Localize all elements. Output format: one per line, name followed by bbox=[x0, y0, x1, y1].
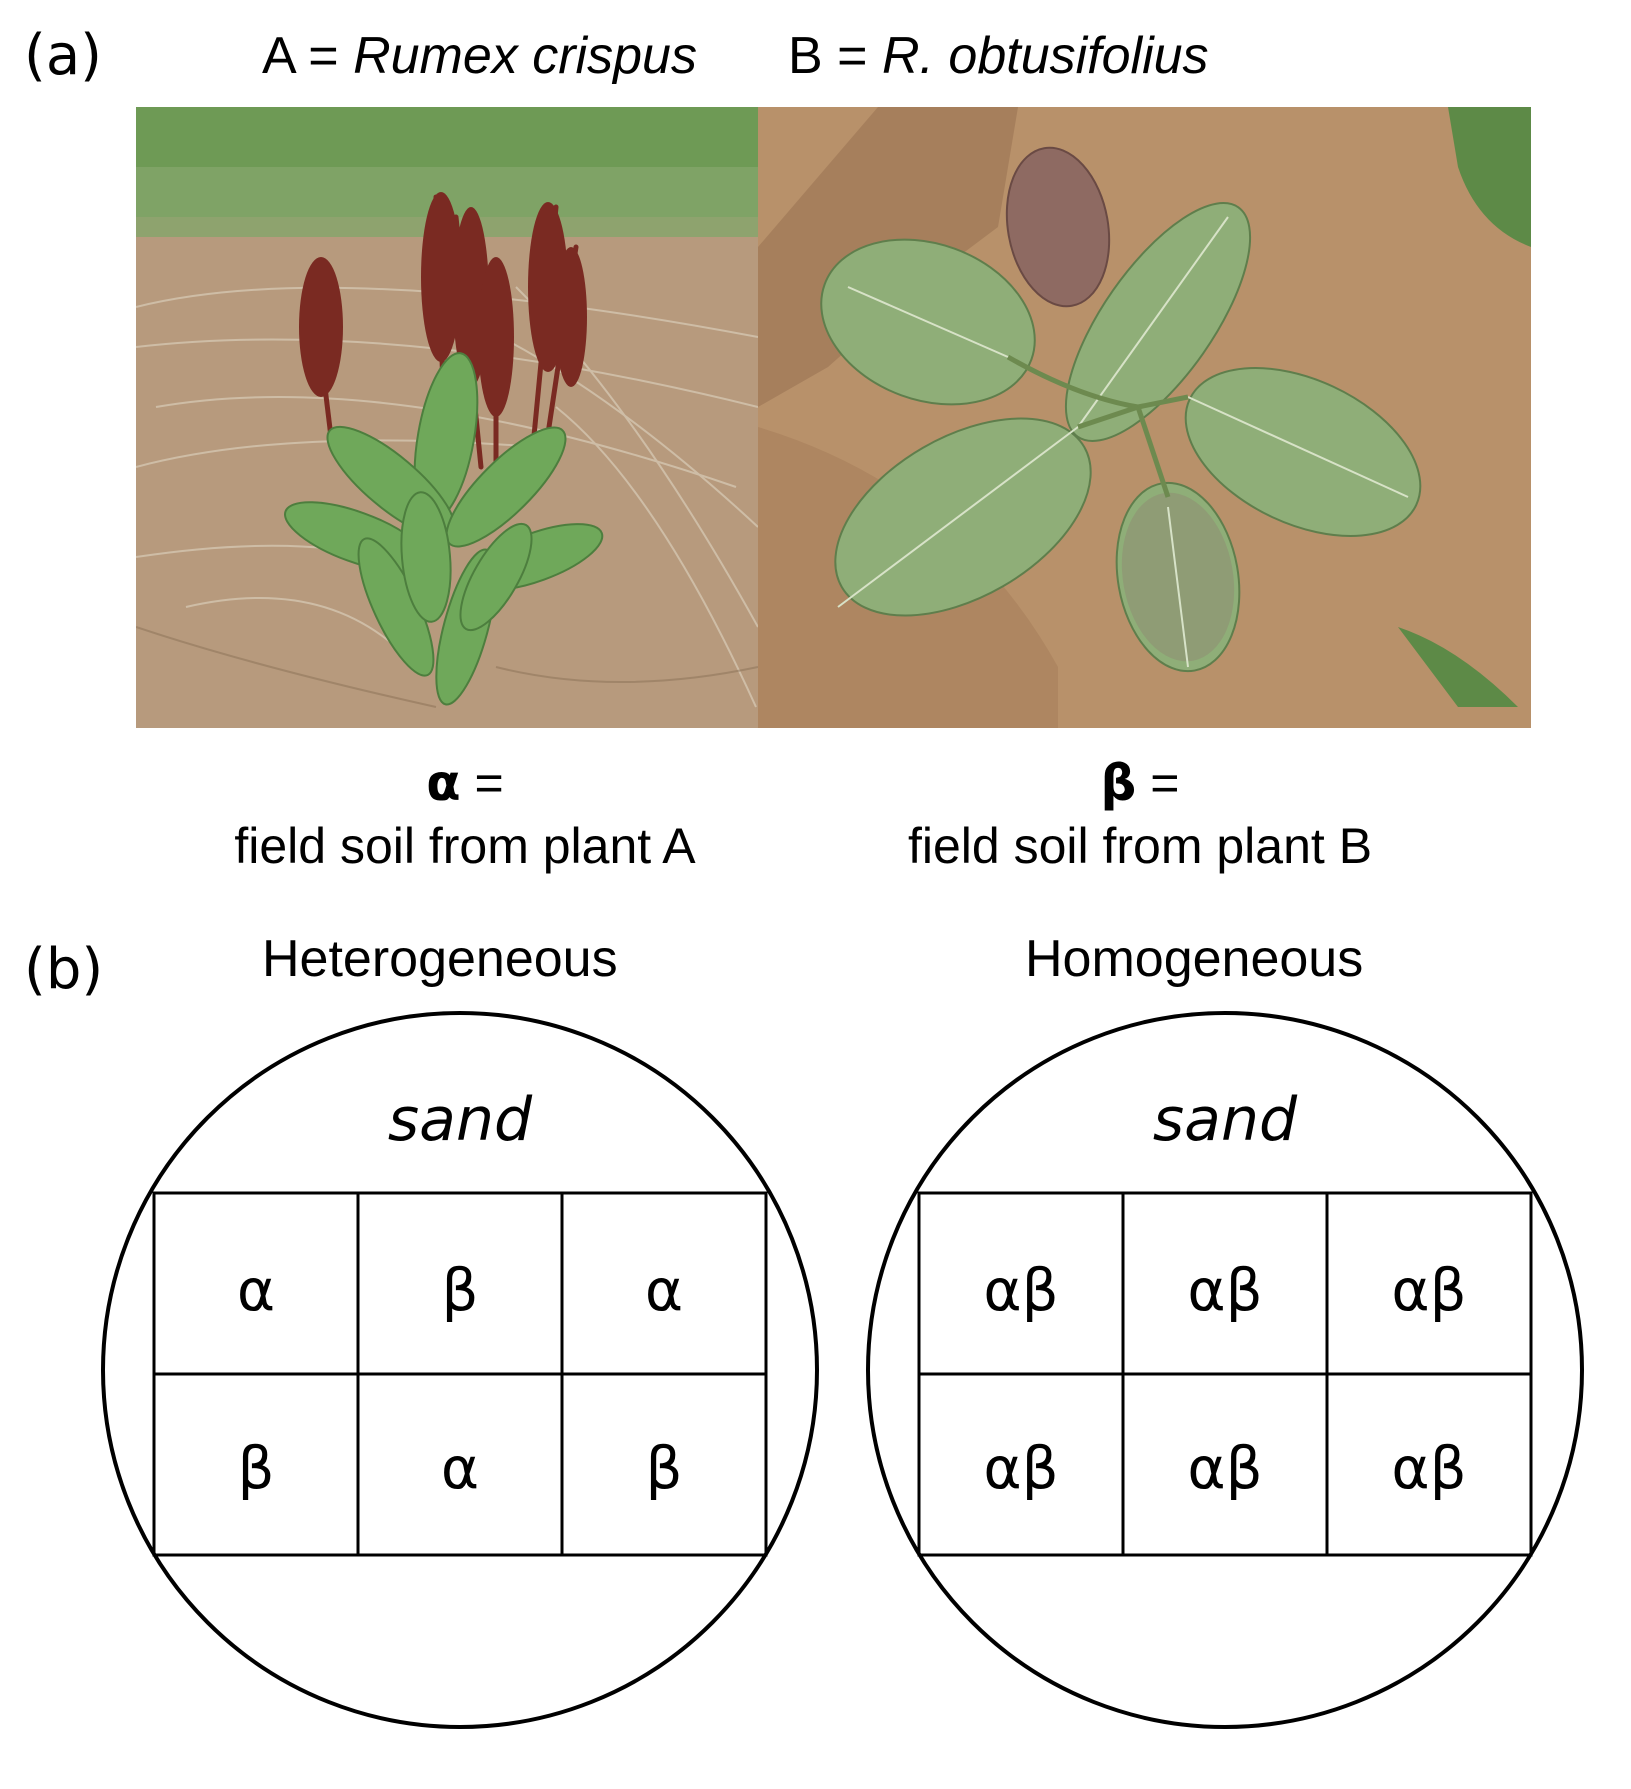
homogeneous-cell: αβ bbox=[1187, 1256, 1262, 1324]
heterogeneous-title: Heterogeneous bbox=[262, 930, 618, 988]
homogeneous-cell: αβ bbox=[1187, 1434, 1262, 1502]
heterogeneous-cell: β bbox=[441, 1256, 478, 1324]
homogeneous-cell: αβ bbox=[1391, 1434, 1466, 1502]
soil-alpha-description: field soil from plant A bbox=[234, 817, 696, 874]
species-b-prefix: B = bbox=[788, 27, 882, 85]
species-a-caption: A = Rumex crispus bbox=[262, 30, 697, 82]
soil-alpha-definition: α = field soil from plant A bbox=[190, 752, 740, 877]
photo-rumex-crispus bbox=[136, 107, 758, 728]
heterogeneous-pot: sand α β α β α β bbox=[101, 1011, 819, 1729]
heterogeneous-cell: β bbox=[237, 1434, 274, 1502]
species-a-name: Rumex crispus bbox=[353, 27, 697, 85]
species-a-prefix: A = bbox=[262, 27, 354, 85]
heterogeneous-cell: α bbox=[441, 1434, 479, 1502]
heterogeneous-pot-outline bbox=[101, 1011, 819, 1729]
homogeneous-title: Homogeneous bbox=[1025, 930, 1364, 988]
beta-symbol: β bbox=[1100, 754, 1137, 812]
soil-alpha-heading: α = bbox=[190, 752, 740, 815]
species-b-caption: B = R. obtusifolius bbox=[788, 30, 1209, 82]
homogeneous-pot: sand αβ αβ αβ αβ αβ αβ bbox=[866, 1011, 1584, 1729]
panel-a-label: (a) bbox=[24, 23, 103, 88]
soil-beta-description: field soil from plant B bbox=[907, 817, 1373, 874]
alpha-symbol: α bbox=[426, 754, 461, 812]
homogeneous-cell: αβ bbox=[983, 1256, 1058, 1324]
beta-equals: = bbox=[1136, 755, 1180, 811]
species-b-name: R. obtusifolius bbox=[881, 27, 1209, 85]
heterogeneous-cell: α bbox=[645, 1256, 683, 1324]
heterogeneous-sand-label: sand bbox=[388, 1085, 533, 1155]
heterogeneous-cell: β bbox=[645, 1434, 682, 1502]
heterogeneous-cell: α bbox=[237, 1256, 275, 1324]
soil-beta-definition: β = field soil from plant B bbox=[865, 752, 1415, 877]
homogeneous-cell: αβ bbox=[1391, 1256, 1466, 1324]
photo-r-obtusifolius bbox=[758, 107, 1531, 728]
homogeneous-cell: αβ bbox=[983, 1434, 1058, 1502]
soil-beta-heading: β = bbox=[865, 752, 1415, 815]
homogeneous-sand-label: sand bbox=[1153, 1085, 1298, 1155]
panel-b-label: (b) bbox=[24, 937, 104, 1002]
homogeneous-pot-outline bbox=[866, 1011, 1584, 1729]
alpha-equals: = bbox=[460, 755, 504, 811]
